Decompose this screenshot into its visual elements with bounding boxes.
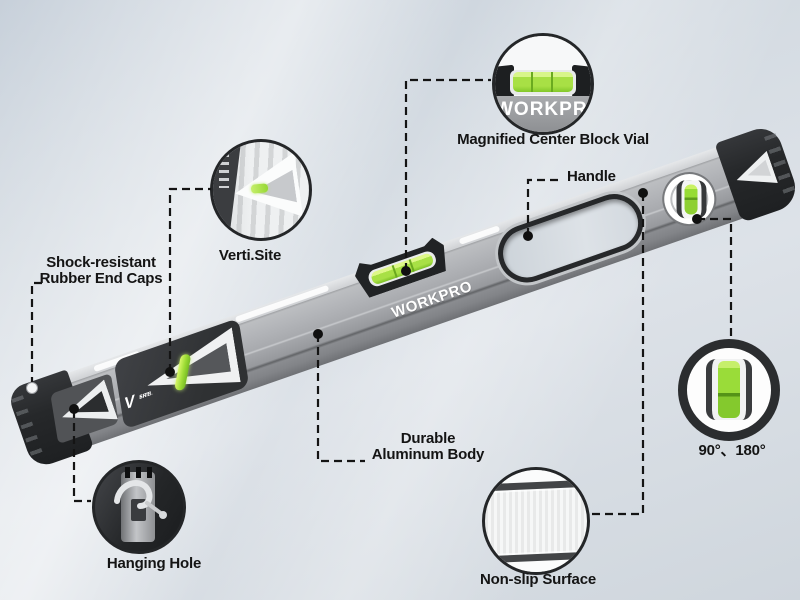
vial-bubble-line (531, 72, 533, 92)
magnifier-vial-top (495, 36, 591, 70)
vial-bubble-line (551, 72, 553, 92)
magnifier-90-180-vial (678, 339, 780, 441)
magnifier-center-block-vial: WORKPRO (492, 33, 594, 135)
magnifier-hanging-hole (92, 460, 186, 554)
magnifier-non-slip-surface (482, 467, 590, 575)
slot-rib (147, 467, 152, 478)
marker-dot (638, 188, 648, 198)
circular-vial-green (718, 361, 740, 418)
label-non-slip-surface: Non-slip Surface (480, 571, 596, 588)
brand-logo: WORKPRO (495, 99, 594, 121)
marker-dot (401, 266, 411, 276)
connector-center-block-vial (404, 78, 491, 271)
slot-rib (125, 467, 130, 478)
marker-dot (69, 404, 79, 414)
marker-dot (692, 214, 702, 224)
magnifier-vial-base (495, 96, 591, 132)
connector-shock-resistant (30, 281, 42, 383)
label-magnified-center-block-vial: Magnified Center Block Vial (457, 131, 649, 148)
hook-icon (114, 480, 167, 519)
label-shock-resistant: Shock-resistant Rubber End Caps (39, 254, 163, 287)
connector-angles (697, 217, 733, 338)
label-handle: Handle (567, 168, 616, 185)
label-verti-site: Verti.Site (218, 247, 282, 264)
connector-non-slip (589, 193, 645, 516)
label-durable-aluminum-body: Durable Aluminum Body (371, 430, 485, 463)
vertisite-edge-marks (219, 154, 229, 188)
connector-aluminum-body (316, 334, 365, 463)
vial-green-fluid (513, 72, 573, 92)
label-hanging-hole: Hanging Hole (106, 555, 202, 572)
slot-rib (136, 467, 141, 478)
connector-hanging-hole (72, 410, 91, 503)
connector-vertisite (168, 187, 211, 372)
magnifier-vertisite (210, 139, 312, 241)
label-90-180: 90°、180° (698, 442, 766, 459)
marker-dot (313, 329, 323, 339)
connector-handle (526, 178, 563, 236)
marker-dot (523, 231, 533, 241)
marker-dot-white (26, 382, 38, 394)
marker-dot (165, 367, 175, 377)
